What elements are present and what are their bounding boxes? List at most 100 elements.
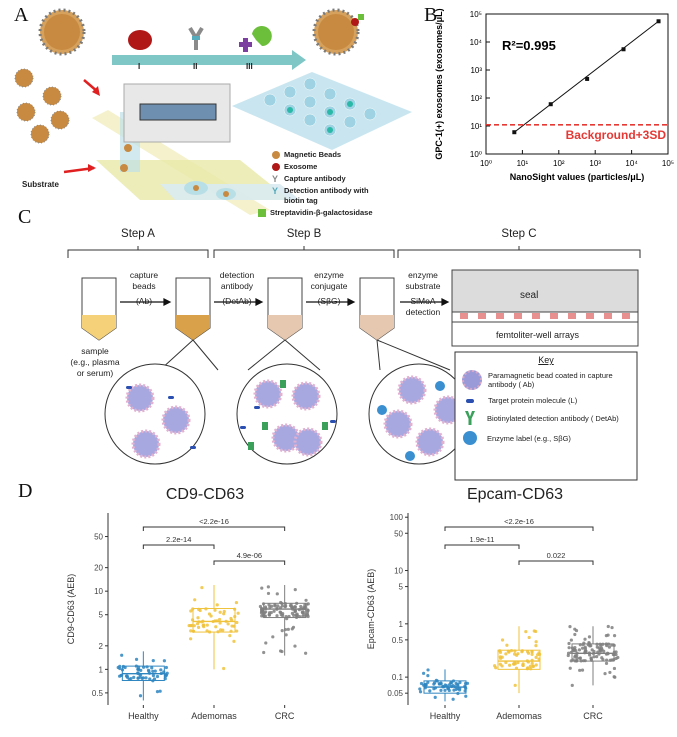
data-point bbox=[145, 665, 149, 669]
y-tick-label: 10² bbox=[470, 94, 482, 103]
x-tick-label: CRC bbox=[275, 711, 295, 721]
data-point bbox=[589, 656, 593, 660]
arrow-line: SiMoA bbox=[410, 296, 436, 306]
substrate-label: Substrate bbox=[22, 180, 59, 189]
data-point bbox=[578, 656, 582, 660]
data-point bbox=[271, 635, 275, 639]
data-point bbox=[191, 607, 195, 611]
data-point bbox=[419, 681, 424, 686]
y-tick-label: 10⁰ bbox=[470, 150, 482, 159]
x-tick-label: 10³ bbox=[589, 159, 601, 168]
p-value-label: <2.2e-16 bbox=[504, 517, 534, 526]
p-value-label: <2.2e-16 bbox=[199, 517, 229, 526]
track-arrowhead bbox=[292, 50, 306, 70]
data-point bbox=[453, 684, 457, 689]
data-point bbox=[284, 615, 288, 619]
plot-frame bbox=[485, 13, 669, 155]
fit-line bbox=[514, 20, 659, 133]
data-point bbox=[433, 695, 437, 699]
data-point bbox=[465, 681, 470, 685]
data-point bbox=[572, 648, 576, 652]
exosome-icon bbox=[272, 163, 280, 171]
data-point bbox=[260, 609, 264, 613]
sample-line: or serum) bbox=[76, 368, 114, 378]
data-point bbox=[595, 645, 599, 649]
data-point bbox=[569, 638, 573, 642]
data-point bbox=[583, 647, 588, 651]
key-item: Paramagnetic bead coated in capture anti… bbox=[456, 370, 636, 390]
data-point bbox=[580, 668, 585, 672]
paramagnetic-bead-icon bbox=[397, 375, 427, 405]
data-point bbox=[218, 610, 222, 614]
data-point bbox=[443, 688, 447, 692]
data-point bbox=[605, 643, 609, 648]
y-tick-label: 0.05 bbox=[387, 689, 403, 698]
comparison-bracket bbox=[444, 526, 594, 531]
data-point bbox=[163, 672, 168, 677]
data-point bbox=[229, 629, 233, 633]
data-point bbox=[573, 659, 577, 663]
data-point bbox=[578, 668, 582, 672]
data-point bbox=[537, 657, 541, 661]
data-point bbox=[595, 655, 599, 659]
data-point bbox=[567, 646, 571, 650]
sample-line: sample bbox=[81, 346, 109, 356]
x-tick-label: CRC bbox=[583, 711, 603, 721]
data-point bbox=[532, 629, 536, 633]
p-value-label: 4.9e-06 bbox=[237, 551, 262, 560]
data-point bbox=[528, 664, 533, 668]
data-point bbox=[302, 605, 306, 609]
data-point bbox=[233, 607, 237, 611]
data-point bbox=[189, 609, 193, 613]
threshold-label: Background+3SD bbox=[566, 128, 667, 142]
data-point bbox=[287, 614, 291, 619]
data-point bbox=[606, 652, 610, 656]
arrow-line: substrate bbox=[405, 281, 441, 291]
data-point bbox=[423, 686, 427, 690]
chart-title-right: Epcam-CD63 bbox=[466, 486, 564, 503]
paramagnetic-bead-icon bbox=[161, 405, 191, 435]
data-point bbox=[217, 617, 222, 622]
comparison-bracket bbox=[142, 526, 286, 531]
data-point bbox=[200, 620, 204, 624]
data-point bbox=[289, 602, 293, 607]
data-point bbox=[192, 624, 196, 628]
legend-label: Exosome bbox=[284, 162, 318, 171]
paramagnetic-bead-icon bbox=[125, 383, 155, 413]
arrow-line: antibody bbox=[220, 281, 254, 291]
data-point bbox=[121, 664, 125, 669]
legend-item-beads: Magnetic Beads bbox=[272, 150, 422, 160]
data-point bbox=[610, 643, 614, 647]
comparison-bracket bbox=[518, 560, 594, 565]
y-tick-label: 0.5 bbox=[392, 636, 404, 645]
data-point bbox=[608, 670, 612, 675]
well-array bbox=[232, 72, 412, 150]
data-point bbox=[120, 653, 124, 657]
data-point bbox=[509, 648, 514, 653]
data-point bbox=[573, 632, 577, 637]
data-point bbox=[586, 643, 590, 647]
arrow-label-detection: detection antibody (DetAb) bbox=[210, 270, 264, 307]
biotinylated-antibody-icon bbox=[280, 380, 286, 388]
panel-label-d: D bbox=[18, 480, 33, 502]
data-point bbox=[138, 694, 143, 698]
data-point bbox=[513, 683, 517, 687]
paramagnetic-bead-icon bbox=[131, 429, 161, 459]
data-point bbox=[148, 677, 152, 681]
data-point bbox=[578, 643, 582, 647]
data-point bbox=[530, 650, 534, 654]
data-point bbox=[450, 684, 454, 689]
data-point bbox=[219, 628, 223, 632]
data-point bbox=[136, 671, 140, 676]
data-point bbox=[262, 650, 266, 655]
data-point bbox=[447, 683, 451, 687]
data-point bbox=[441, 685, 445, 689]
data-point bbox=[607, 645, 612, 649]
data-point bbox=[439, 682, 443, 686]
data-point bbox=[506, 649, 510, 653]
panel-label-b: B bbox=[424, 4, 438, 26]
data-point bbox=[500, 638, 505, 642]
data-point bbox=[272, 609, 276, 613]
data-point bbox=[293, 609, 298, 613]
data-point bbox=[514, 666, 519, 670]
